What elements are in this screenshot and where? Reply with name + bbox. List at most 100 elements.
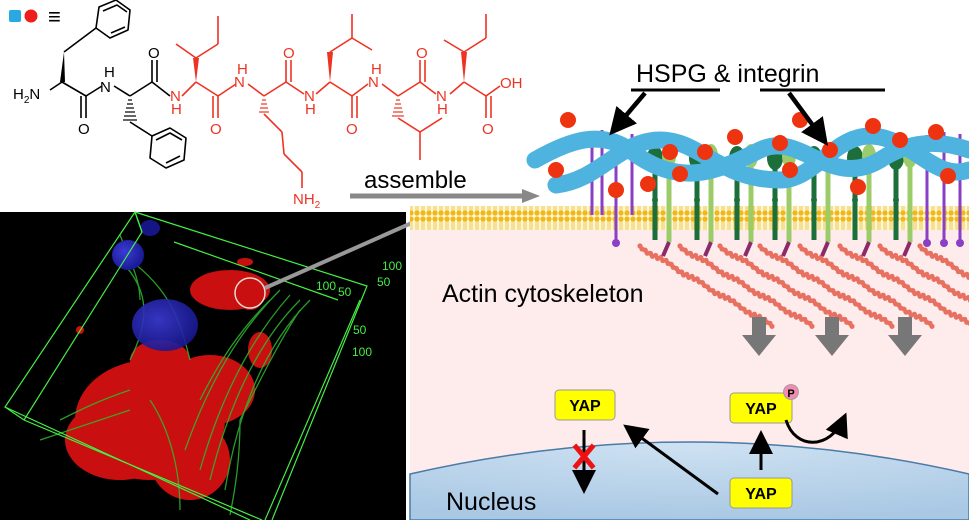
actin-filaments bbox=[637, 243, 969, 329]
actin-monomer bbox=[799, 316, 805, 322]
actin-monomer bbox=[847, 297, 854, 304]
actin-monomer bbox=[886, 274, 892, 280]
actin-monomer bbox=[644, 250, 650, 256]
actin-monomer bbox=[828, 312, 834, 318]
actin-monomer bbox=[757, 293, 763, 299]
actin-monomer bbox=[844, 250, 850, 256]
svg-text:H: H bbox=[305, 101, 316, 118]
svg-text:O: O bbox=[210, 121, 222, 138]
actin-monomer bbox=[809, 323, 815, 329]
peptide-black-segment bbox=[49, 0, 187, 169]
actin-monomer bbox=[689, 253, 696, 259]
actin-monomer bbox=[788, 312, 794, 318]
actin-monomer bbox=[961, 272, 967, 278]
actin-monomer bbox=[696, 279, 702, 285]
hspg-integrin-label: HSPG & integrin bbox=[636, 60, 819, 88]
phospho-group-icon bbox=[783, 384, 799, 400]
actin-monomer bbox=[908, 312, 914, 318]
svg-text:N: N bbox=[170, 88, 181, 105]
peptide-bead bbox=[865, 118, 881, 134]
actin-monomer bbox=[931, 276, 937, 282]
actin-monomer bbox=[887, 297, 894, 304]
actin-monomer bbox=[846, 274, 852, 280]
actin-monomer bbox=[938, 305, 944, 311]
peptide-bead bbox=[892, 132, 908, 148]
svg-text:YAP: YAP bbox=[745, 401, 777, 418]
actin-monomer bbox=[936, 279, 942, 285]
nucleus-blue-2 bbox=[132, 299, 198, 351]
svg-text:O: O bbox=[78, 121, 90, 138]
peptide-bead bbox=[662, 144, 678, 160]
actin-monomer bbox=[797, 293, 803, 299]
3d-bounding-box bbox=[4, 211, 368, 520]
actin-monomer bbox=[705, 260, 711, 266]
actin-monomer bbox=[818, 305, 824, 311]
svg-text:H: H bbox=[237, 61, 248, 78]
actin-monomer bbox=[893, 301, 899, 307]
peptide-structure: H2N O N H O bbox=[13, 0, 523, 211]
actin-monomer bbox=[891, 276, 897, 282]
peptide-bead bbox=[560, 112, 576, 128]
force-arrows bbox=[742, 317, 922, 356]
peptide-bead bbox=[850, 179, 866, 195]
peptide-bead bbox=[727, 129, 743, 145]
actin-monomer bbox=[719, 246, 725, 252]
svg-text:P: P bbox=[787, 388, 794, 400]
actin-monomer bbox=[775, 255, 781, 262]
svg-text:N: N bbox=[100, 79, 111, 96]
svg-text:O: O bbox=[283, 45, 295, 62]
actin-monomer bbox=[655, 255, 661, 262]
actin-monomer bbox=[762, 295, 768, 301]
svg-text:OH: OH bbox=[500, 75, 523, 92]
actin-monomer bbox=[957, 293, 963, 299]
actin-monomer bbox=[750, 264, 756, 270]
actin-monomer bbox=[941, 282, 948, 289]
legend-circle-icon bbox=[24, 9, 38, 23]
assemble-arrow: assemble bbox=[350, 167, 540, 203]
actin-monomer bbox=[863, 309, 869, 315]
nucleus-blue-3 bbox=[140, 220, 160, 236]
actin-monomer bbox=[665, 260, 671, 266]
actin-monomer bbox=[761, 272, 767, 278]
actin-monomer bbox=[875, 268, 882, 275]
legend-square-icon bbox=[9, 10, 21, 22]
actin-monomer bbox=[722, 295, 728, 301]
actin-monomer bbox=[832, 290, 838, 297]
actin-monomer bbox=[717, 293, 723, 299]
actin-monomer bbox=[858, 305, 864, 311]
actin-monomer bbox=[795, 268, 802, 275]
actin-monomer bbox=[950, 264, 956, 270]
svg-text:N: N bbox=[234, 74, 245, 91]
actin-monomer bbox=[731, 276, 737, 282]
actin-monomer bbox=[736, 279, 742, 285]
actin-monomer bbox=[879, 316, 885, 322]
actin-monomer bbox=[929, 253, 936, 259]
actin-monomer bbox=[738, 305, 744, 311]
actin-monomer bbox=[861, 282, 868, 289]
actin-monomer bbox=[849, 253, 856, 259]
actin-monomer bbox=[853, 301, 859, 307]
actin-monomer bbox=[933, 301, 939, 307]
actin-monomer bbox=[919, 316, 925, 322]
actin-monomer bbox=[919, 246, 925, 252]
actin-monomer bbox=[707, 287, 713, 293]
actin-monomer bbox=[898, 305, 904, 311]
actin-monomer bbox=[873, 314, 880, 320]
actin-monomer bbox=[952, 290, 958, 297]
actin-monomer bbox=[884, 319, 890, 325]
actin-monomer bbox=[747, 287, 753, 293]
cell-schematic: HSPG & integrin Actin cytoskeleton YAP Y… bbox=[409, 60, 969, 520]
actin-monomer bbox=[766, 274, 772, 280]
actin-monomer bbox=[670, 264, 676, 270]
actin-monomer bbox=[778, 305, 784, 311]
actin-monomer bbox=[948, 312, 954, 318]
svg-text:O: O bbox=[482, 121, 494, 138]
actin-monomer bbox=[816, 279, 822, 285]
actin-monomer bbox=[813, 301, 819, 307]
svg-text:YAP: YAP bbox=[569, 398, 601, 415]
actin-monomer bbox=[806, 274, 812, 280]
peptide-bead bbox=[608, 182, 624, 198]
actin-monomer bbox=[649, 253, 656, 259]
actin-monomer bbox=[675, 268, 682, 275]
